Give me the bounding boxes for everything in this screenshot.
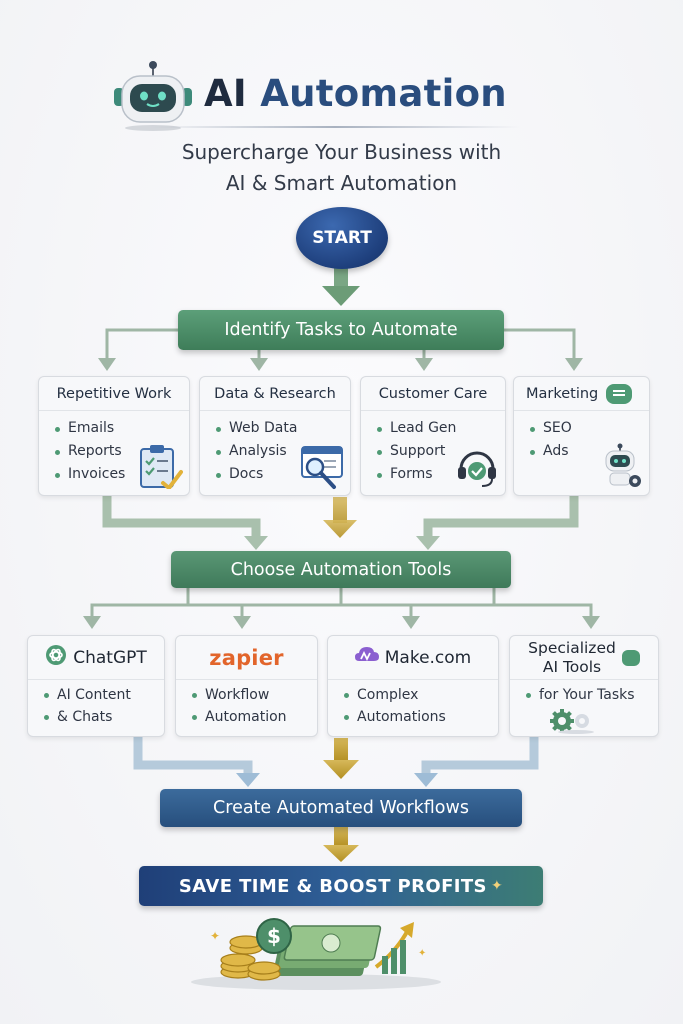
robot-icon — [108, 60, 198, 132]
tool-name: zapier — [209, 645, 284, 670]
clipboard-checklist-icon — [137, 443, 183, 493]
tool-name-line-2: AI Tools — [542, 657, 602, 676]
list-item: SEO — [528, 417, 572, 440]
sparkle-icon: ✦ — [490, 878, 504, 894]
tool-name: Make.com — [384, 647, 472, 668]
tool-header: ChatGPT — [28, 636, 164, 680]
task-card-marketing: Marketing SEO Ads — [513, 376, 650, 496]
app-title: AI Automation — [204, 72, 507, 115]
merge-tasks-to-choose — [102, 496, 579, 538]
title-automation: Automation — [260, 72, 507, 115]
identify-tasks-banner: Identify Tasks to Automate — [178, 310, 504, 350]
headset-icon — [455, 447, 499, 493]
merge-arrowheads-choose — [244, 497, 440, 550]
gear-icon — [548, 708, 596, 738]
card-title: Marketing — [514, 377, 649, 411]
tool-card-specialized: Specialized AI Tools for Your Tasks — [509, 635, 659, 737]
list-item: Analysis — [214, 440, 297, 463]
start-node: START — [296, 207, 388, 269]
make-logo-icon — [354, 645, 379, 670]
svg-text:$: $ — [267, 924, 281, 948]
subtitle-line-2: AI & Smart Automation — [225, 171, 458, 195]
branch-arrowheads-tools — [83, 616, 600, 629]
arrow-create-to-save — [323, 827, 359, 862]
merge-tools-to-create — [133, 737, 539, 775]
card-title: Customer Care — [361, 377, 505, 411]
chat-bubble-icon — [606, 383, 633, 404]
tool-card-chatgpt: ChatGPT AI Content & Chats — [27, 635, 165, 737]
list-item: Automations — [342, 706, 446, 728]
list-item: Lead Gen — [375, 417, 456, 440]
list-item: Docs — [214, 463, 297, 486]
save-time-banner: SAVE TIME & BOOST PROFITS ✦ — [139, 866, 543, 906]
magnifier-browser-icon — [300, 443, 348, 495]
openai-icon — [45, 644, 67, 671]
list-item: Web Data — [214, 417, 297, 440]
list-item: AI Content — [42, 684, 131, 706]
svg-text:✦: ✦ — [418, 948, 426, 959]
create-workflows-banner: Create Automated Workflows — [160, 789, 522, 827]
card-title-text: Marketing — [526, 385, 599, 402]
list-item: Invoices — [53, 463, 125, 486]
list-item: Automation — [190, 706, 287, 728]
card-title: Data & Research — [200, 377, 350, 411]
tool-card-make: Make.com Complex Automations — [327, 635, 499, 737]
tool-name: ChatGPT — [73, 647, 147, 668]
list-item: Reports — [53, 440, 125, 463]
money-stack-icon: $ ✦ ✦ — [186, 912, 446, 992]
tool-header: Specialized AI Tools — [510, 636, 658, 680]
list-item: Complex — [342, 684, 446, 706]
list-item: Support — [375, 440, 456, 463]
list-item: for Your Tasks — [524, 684, 635, 706]
list-item: Emails — [53, 417, 125, 440]
save-time-text: SAVE TIME & BOOST PROFITS — [178, 875, 487, 897]
subtitle: Supercharge Your Business with AI & Smar… — [0, 137, 683, 199]
arrow-start-to-identify — [322, 268, 360, 306]
merge-arrowheads-create — [236, 738, 438, 787]
tool-header: Make.com — [328, 636, 498, 680]
branch-arrowheads-tasks — [98, 358, 583, 371]
list-item: Workflow — [190, 684, 287, 706]
chat-bubble-icon — [621, 649, 640, 666]
list-item: Ads — [528, 440, 572, 463]
tool-card-zapier: zapier Workflow Automation — [175, 635, 318, 737]
title-divider — [150, 126, 520, 128]
tool-header: zapier — [176, 636, 317, 680]
tool-name: Specialized AI Tools — [528, 639, 616, 677]
title-ai: AI — [204, 72, 248, 115]
task-card-customer-care: Customer Care Lead Gen Support Forms — [360, 376, 506, 496]
task-card-repetitive-work: Repetitive Work Emails Reports Invoices — [38, 376, 190, 496]
list-item: & Chats — [42, 706, 131, 728]
list-item: Forms — [375, 463, 456, 486]
card-title: Repetitive Work — [39, 377, 189, 411]
robot-icon — [598, 443, 644, 493]
branch-choose-to-tools — [90, 588, 593, 618]
subtitle-line-1: Supercharge Your Business with — [181, 140, 502, 164]
svg-text:✦: ✦ — [210, 929, 220, 943]
tool-name-line-1: Specialized — [528, 638, 616, 657]
choose-tools-banner: Choose Automation Tools — [171, 551, 511, 588]
task-card-data-research: Data & Research Web Data Analysis Docs — [199, 376, 351, 496]
